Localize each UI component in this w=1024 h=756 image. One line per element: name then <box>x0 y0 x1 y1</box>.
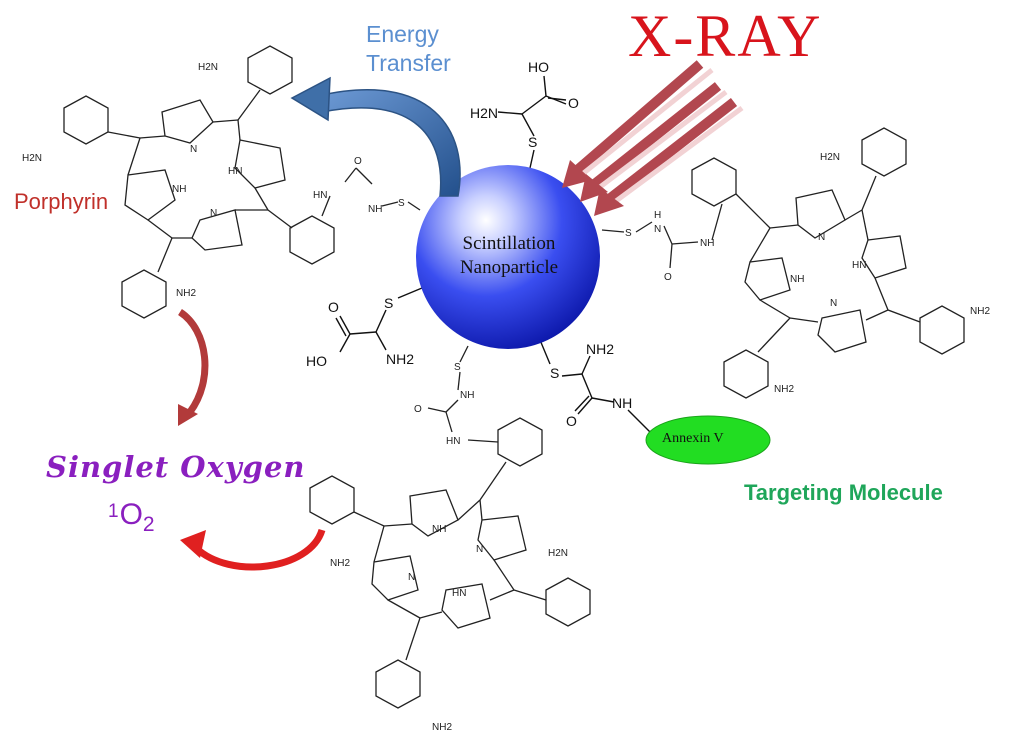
atom-label: NH2 <box>330 558 350 569</box>
atom-label: H2N <box>22 153 42 164</box>
atom-label: HN <box>452 588 466 599</box>
atom-label: S <box>398 198 405 209</box>
porphyrin-top-left <box>63 45 421 319</box>
atom-label: HN <box>446 436 460 447</box>
porphyrin-bottom-atoms: H2N NH N N HN NH2 NH2 S NH O HN <box>330 362 568 733</box>
atom-label: NH2 <box>970 306 990 317</box>
atom-label: HO <box>306 353 327 369</box>
atom-label: H2N <box>198 62 218 73</box>
atom-label: NH2 <box>386 351 414 367</box>
porphyrin-to-singlet-arrow <box>177 309 209 426</box>
atom-label: N <box>654 224 661 235</box>
singlet-oxygen-label: Singlet Oxygen <box>46 450 306 484</box>
amino-acid-bottom <box>539 339 651 433</box>
atom-label: NH2 <box>176 288 196 299</box>
atom-label: S <box>625 228 632 239</box>
porphyrin-to-oxygen-arrow <box>180 528 326 571</box>
atom-label: NH <box>700 238 714 249</box>
atom-label: N <box>190 144 197 155</box>
porphyrin-label: Porphyrin <box>14 189 109 214</box>
atom-label: NH2 <box>586 341 614 357</box>
atom-label: H2N <box>820 152 840 163</box>
annexin-ellipse <box>645 415 771 465</box>
targeting-molecule-label: Targeting Molecule <box>744 480 943 505</box>
atom-label: O <box>664 272 672 283</box>
atom-label: NH <box>368 204 382 215</box>
energy-transfer-line-1: Energy <box>366 21 439 47</box>
atom-label: H2N <box>548 548 568 559</box>
oxygen-symbol: O <box>119 498 143 531</box>
amino-acid-top <box>497 75 567 169</box>
atom-label: NH2 <box>432 722 452 733</box>
xray-arrows <box>562 60 744 216</box>
xray-title: X-RAY <box>628 3 823 69</box>
nanoparticle-label: Scintillation Nanoparticle <box>418 232 600 280</box>
energy-transfer-line-2: Transfer <box>366 50 451 76</box>
energy-transfer-label: Energy Transfer <box>366 20 451 78</box>
atom-label: HO <box>528 59 549 75</box>
atom-label: S <box>454 362 461 373</box>
atom-label: S <box>550 365 559 381</box>
annexin-label: Annexin V <box>662 431 724 446</box>
atom-label: NH <box>612 395 632 411</box>
nanoparticle-sphere <box>416 165 600 349</box>
atom-label: N <box>476 544 483 555</box>
nanoparticle-line-2: Nanoparticle <box>459 257 559 278</box>
atom-label: N <box>210 208 217 219</box>
atom-label: NH <box>172 184 186 195</box>
atom-label: HN <box>228 166 242 177</box>
porphyrin-top-left-atoms: H2N H2N N HN NH N NH2 HN O NH S <box>22 62 405 299</box>
atom-label: O <box>568 95 579 111</box>
porphyrin-bottom <box>309 345 591 709</box>
atom-label: NH <box>460 390 474 401</box>
atom-label: S <box>384 295 393 311</box>
atom-label: NH <box>432 524 446 535</box>
atom-label: S <box>528 134 537 150</box>
atom-label: NH <box>790 274 804 285</box>
atom-label: HN <box>313 190 327 201</box>
oxygen-superscript: 1 <box>108 501 119 522</box>
atom-label: N <box>408 572 415 583</box>
porphyrin-right <box>601 127 965 399</box>
atom-label: HN <box>852 260 866 271</box>
oxygen-subscript: 2 <box>142 513 155 536</box>
nanoparticle-line-1: Scintillation <box>462 233 556 254</box>
atom-label: N <box>818 232 825 243</box>
energy-transfer-arrow <box>290 76 461 197</box>
oxygen-formula: 1O2 <box>108 498 155 536</box>
atom-label: O <box>566 413 577 429</box>
porphyrin-right-atoms: H2N N HN NH N NH2 NH2 S H N O NH <box>625 152 990 395</box>
atom-label: O <box>414 404 422 415</box>
atom-label: N <box>830 298 837 309</box>
atom-label: H2N <box>470 105 498 121</box>
atom-label: NH2 <box>774 384 794 395</box>
amino-acid-left <box>335 287 423 353</box>
atom-label: O <box>328 299 339 315</box>
atom-label: O <box>354 156 362 167</box>
atom-label: H <box>654 210 661 221</box>
